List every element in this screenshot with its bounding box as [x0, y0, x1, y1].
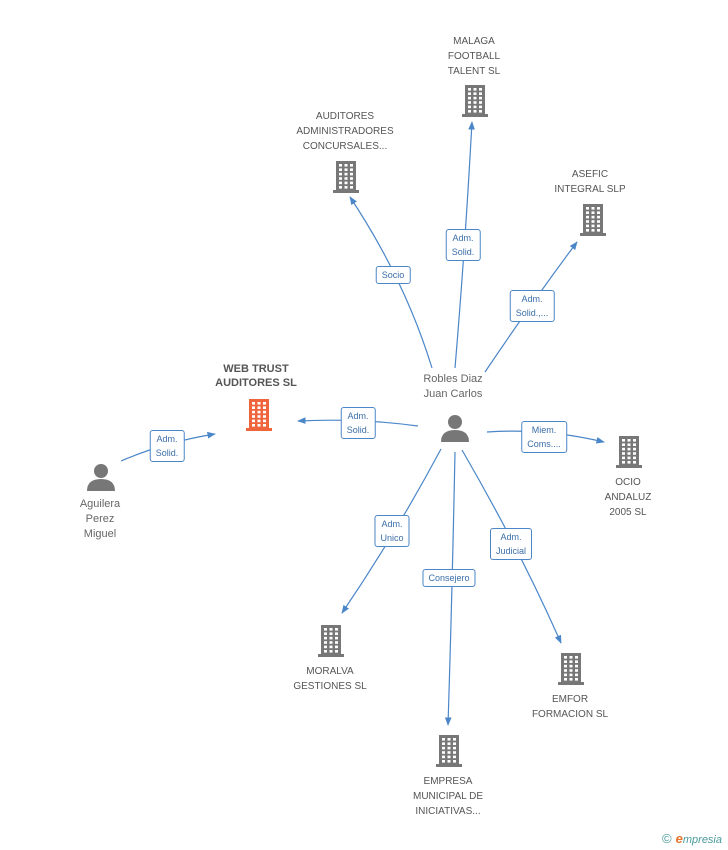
node-label-malaga[interactable]: MALAGA FOOTBALL TALENT SL [447, 36, 501, 77]
node-label-auditores[interactable]: AUDITORES ADMINISTRADORES CONCURSALES... [296, 111, 394, 152]
edge-label-emfor[interactable]: Adm. Judicial [489, 528, 533, 560]
edge-label-empresa[interactable]: Consejero [422, 569, 476, 587]
icons-layer [87, 85, 642, 767]
node-label-moralva[interactable]: MORALVA GESTIONES SL [293, 666, 367, 692]
node-label-ocio[interactable]: OCIO ANDALUZ 2005 SL [604, 477, 652, 518]
edge-label-ocio[interactable]: Miem. Coms.... [521, 421, 567, 453]
person-icon[interactable] [441, 415, 469, 442]
building-icon[interactable] [436, 735, 462, 767]
copyright-symbol: © [662, 831, 672, 846]
building-icon[interactable] [558, 653, 584, 685]
edge-label-main[interactable]: Adm. Solid. [340, 407, 376, 439]
edge-label-moralva[interactable]: Adm. Unico [374, 515, 410, 547]
building-icon[interactable] [580, 204, 606, 236]
node-label-main[interactable]: WEB TRUST AUDITORES SL [215, 363, 297, 389]
brand-name: mpresia [682, 834, 722, 846]
edge-label-auditores[interactable]: Socio [375, 266, 411, 284]
edge-center-empresa [444, 451, 456, 726]
building-icon[interactable] [333, 161, 359, 193]
edge-label-asefic[interactable]: Adm. Solid.,... [509, 290, 555, 322]
node-label-empresa[interactable]: EMPRESA MUNICIPAL DE INICIATIVAS... [412, 776, 484, 817]
building-icon[interactable] [462, 85, 488, 117]
edge-label-main[interactable]: Adm. Solid. [149, 430, 185, 462]
person-icon[interactable] [87, 464, 115, 491]
brand-initial: e [675, 831, 683, 846]
brand-footer[interactable]: ©empresia [662, 831, 722, 846]
node-label-emfor[interactable]: EMFOR FORMACION SL [531, 694, 609, 720]
building-icon[interactable] [246, 399, 272, 431]
node-label-asefic[interactable]: ASEFIC INTEGRAL SLP [554, 169, 626, 195]
building-icon[interactable] [318, 625, 344, 657]
building-icon[interactable] [616, 436, 642, 468]
edge-label-malaga[interactable]: Adm. Solid. [445, 229, 481, 261]
node-label-aguilera[interactable]: Aguilera Perez Miguel [79, 498, 121, 540]
node-label-center[interactable]: Robles Diaz Juan Carlos [423, 373, 483, 400]
